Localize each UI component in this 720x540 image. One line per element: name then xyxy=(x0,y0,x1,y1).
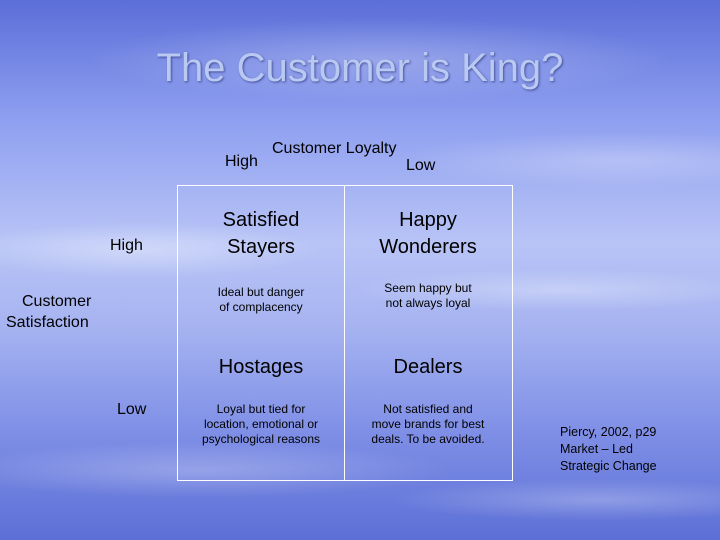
quadrant-title: Satisfied xyxy=(222,209,300,231)
satisfaction-low-label: Low xyxy=(117,401,147,418)
quadrant-title: Dealers xyxy=(393,356,463,378)
satisfaction-axis-label-line1: Customer xyxy=(22,293,92,310)
quadrant-description: psychological reasons xyxy=(201,432,321,446)
citation-line: Piercy, 2002, p29 xyxy=(560,425,657,439)
quadrant-description: not always loyal xyxy=(385,296,471,310)
matrix-divider xyxy=(344,186,345,480)
quadrant-hostages: Hostages Loyal but tied for location, em… xyxy=(178,354,344,447)
quadrant-happy-wonderers: Happy Wonderers Seem happy but not alway… xyxy=(345,207,511,311)
loyalty-high-label: High xyxy=(225,153,258,170)
quadrant-title: Stayers xyxy=(227,236,295,258)
citation-line: Market – Led xyxy=(560,442,633,456)
quadrant-title: Happy xyxy=(399,209,457,231)
citation-line: Strategic Change xyxy=(560,459,657,473)
quadrant-satisfied-stayers: Satisfied Stayers Ideal but danger of co… xyxy=(178,207,344,315)
quadrant-description: Not satisfied and xyxy=(383,402,473,416)
quadrant-description: Seem happy but xyxy=(384,281,472,295)
quadrant-dealers: Dealers Not satisfied and move brands fo… xyxy=(345,354,511,447)
quadrant-title: Wonderers xyxy=(379,236,477,258)
loyalty-low-label: Low xyxy=(406,157,436,174)
quadrant-description: Ideal but danger xyxy=(217,285,305,299)
quadrant-title: Hostages xyxy=(218,356,304,378)
slide-title: The Customer is King? xyxy=(156,46,564,90)
satisfaction-high-label: High xyxy=(110,237,143,254)
citation: Piercy, 2002, p29 Market – Led Strategic… xyxy=(560,424,710,475)
quadrant-description: location, emotional or xyxy=(203,417,319,431)
matrix-grid: Satisfied Stayers Ideal but danger of co… xyxy=(177,185,513,481)
satisfaction-axis-label-line2: Satisfaction xyxy=(6,314,89,331)
quadrant-description: Loyal but tied for xyxy=(216,402,306,416)
loyalty-axis-label: Customer Loyalty xyxy=(272,140,397,157)
quadrant-description: deals. To be avoided. xyxy=(371,432,485,446)
quadrant-description: move brands for best xyxy=(371,417,485,431)
quadrant-description: of complacency xyxy=(219,300,303,314)
